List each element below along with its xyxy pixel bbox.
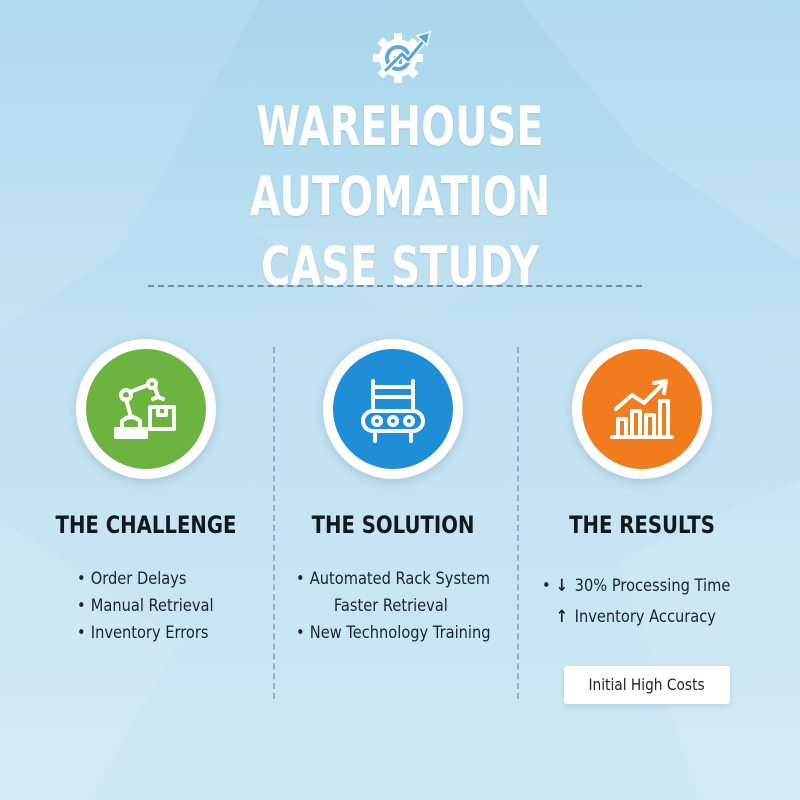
title-line-1: WAREHOUSE AUTOMATION [249, 95, 551, 228]
conveyor-belt-icon [361, 379, 425, 443]
list-item: •↑Inventory Accuracy [542, 602, 757, 633]
list-item-text: New Technology Training [309, 623, 491, 643]
list-item: •Automated Rack System [296, 569, 491, 589]
list-item: •New Technology Training [296, 623, 491, 643]
list-item: •Order Delays [77, 569, 187, 589]
solution-section: THE SOLUTION •Automated Rack System •Fas… [268, 0, 518, 800]
list-item: •Inventory Errors [77, 623, 209, 643]
list-item-text: 30% Processing Time [574, 576, 731, 596]
list-item: •↓30% Processing Time [542, 571, 757, 602]
challenge-section: THE CHALLENGE •Order Delays •Manual Retr… [21, 0, 271, 800]
list-item-text: Manual Retrieval [90, 596, 214, 616]
challenge-heading: THE CHALLENGE [55, 511, 237, 539]
results-list: •↓30% Processing Time •↑Inventory Accura… [542, 571, 792, 633]
challenge-list: •Order Delays •Manual Retrieval •Invento… [77, 566, 327, 647]
arrow-down-icon: ↓ [555, 576, 569, 596]
solution-heading: THE SOLUTION [311, 511, 475, 539]
challenge-badge [76, 339, 216, 479]
cost-note-text: Initial High Costs [588, 675, 706, 694]
list-item-text: Inventory Accuracy [574, 607, 716, 627]
results-disc [582, 349, 702, 469]
column-divider [273, 347, 275, 699]
solution-disc [333, 349, 453, 469]
arrow-up-icon: ↑ [555, 607, 569, 627]
solution-badge [323, 339, 463, 479]
solution-list: •Automated Rack System •Faster Retrieval… [296, 566, 546, 647]
list-item: •Manual Retrieval [77, 596, 214, 616]
list-item-text: Automated Rack System [309, 569, 491, 589]
column-divider [517, 347, 519, 699]
list-item-text: Faster Retrieval [333, 596, 448, 616]
cost-note-badge: Initial High Costs [564, 666, 730, 704]
list-item: •Faster Retrieval [296, 593, 511, 620]
gear-growth-arrow-icon [373, 30, 432, 83]
bar-chart-growth-icon [610, 379, 674, 439]
list-item-text: Inventory Errors [90, 623, 209, 643]
challenge-disc [86, 349, 206, 469]
title-line-2: CASE STUDY [261, 235, 539, 298]
results-heading: THE RESULTS [569, 511, 715, 539]
robotic-arm-icon [114, 378, 176, 439]
list-item-text: Order Delays [90, 569, 187, 589]
title-divider [148, 285, 642, 287]
page-title: WAREHOUSE AUTOMATION CASE STUDY [104, 92, 696, 302]
results-section: THE RESULTS •↓30% Processing Time •↑Inve… [517, 0, 767, 800]
results-badge [572, 339, 712, 479]
